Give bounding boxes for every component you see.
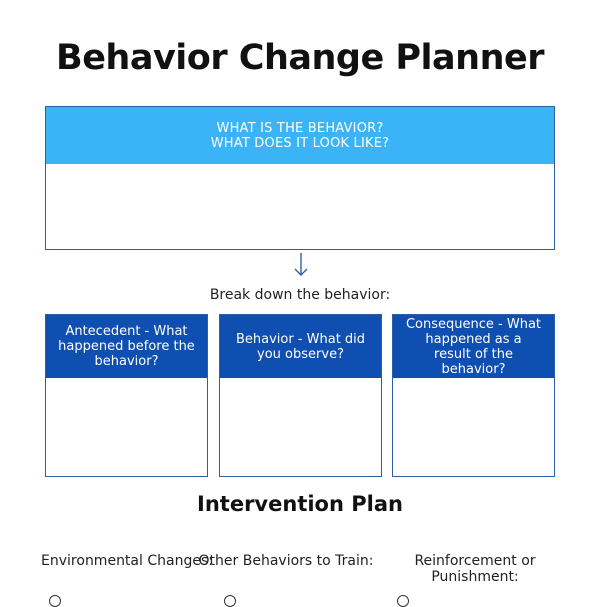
bullet-circle-icon — [224, 595, 236, 607]
arrow-down-icon — [294, 253, 308, 276]
antecedent-box-header: Antecedent - What happened before the be… — [46, 315, 207, 378]
bullet-circle-icon — [49, 595, 61, 607]
intervention-plan-title: Intervention Plan — [197, 492, 403, 516]
behavior-box: WHAT IS THE BEHAVIOR? WHAT DOES IT LOOK … — [45, 106, 555, 250]
consequence-box: Consequence - What happened as a result … — [392, 314, 555, 477]
breakdown-label: Break down the behavior: — [209, 287, 391, 303]
reinforcement-label: Reinforcement or Punishment: — [414, 553, 536, 585]
consequence-box-header: Consequence - What happened as a result … — [393, 315, 554, 378]
observed-behavior-box: Behavior - What did you observe? — [219, 314, 382, 477]
other-behaviors-label: Other Behaviors to Train: — [198, 553, 374, 569]
environmental-changes-label: Environmental Changes: — [41, 553, 213, 569]
bullet-circle-icon — [397, 595, 409, 607]
page-title: Behavior Change Planner — [56, 38, 544, 78]
antecedent-box: Antecedent - What happened before the be… — [45, 314, 208, 477]
observed-behavior-box-header: Behavior - What did you observe? — [220, 315, 381, 378]
behavior-box-header: WHAT IS THE BEHAVIOR? WHAT DOES IT LOOK … — [46, 107, 554, 164]
